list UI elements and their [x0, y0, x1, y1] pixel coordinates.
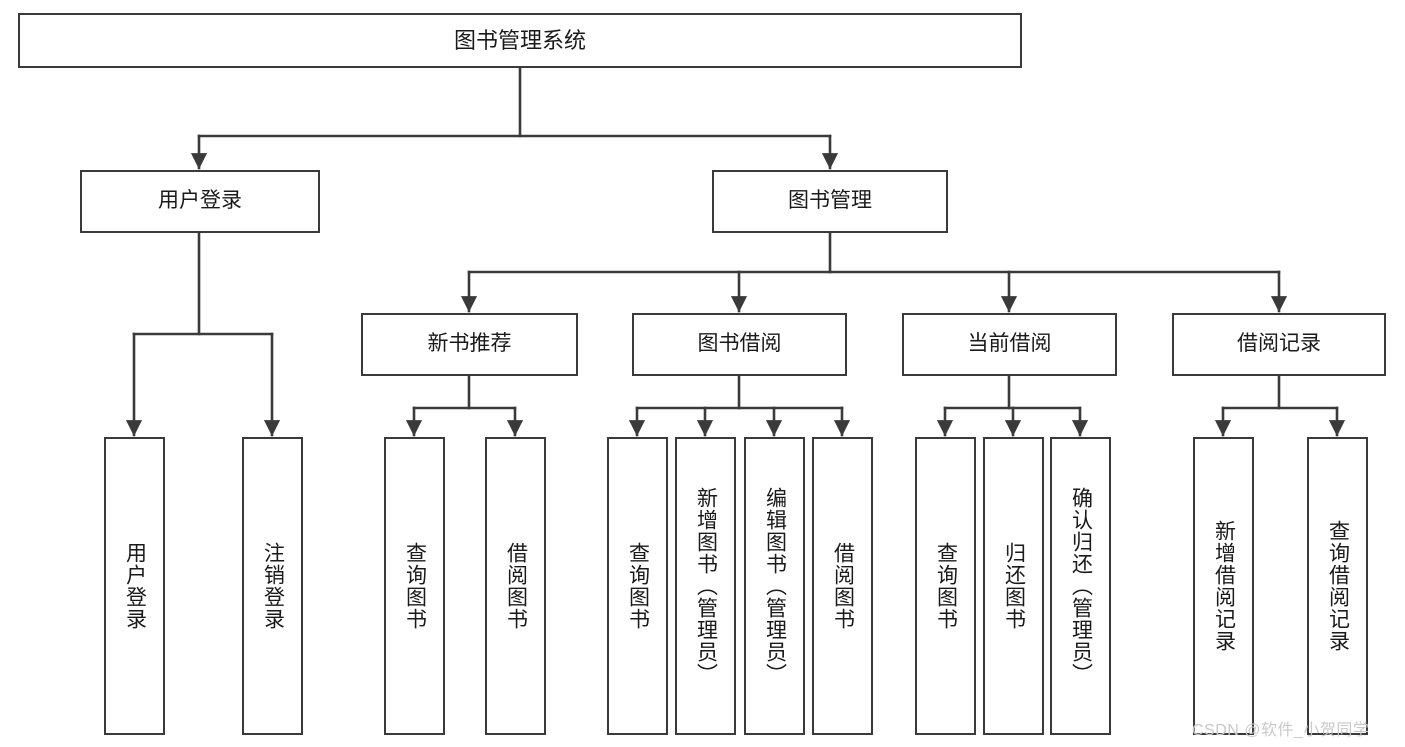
leaf-borrow-book-2[interactable]: 借阅图书 — [812, 437, 873, 735]
leaf-add-record[interactable]: 新增借阅记录 — [1193, 437, 1254, 735]
node-label: 查询图书 — [934, 542, 958, 630]
leaf-query-book-3[interactable]: 查询图书 — [915, 437, 976, 735]
node-label: 新书推荐 — [427, 332, 512, 356]
node-borrow-record[interactable]: 借阅记录 — [1172, 313, 1386, 376]
node-label: 借阅记录 — [1237, 332, 1321, 356]
leaf-query-book-2[interactable]: 查询图书 — [607, 437, 668, 735]
node-label: 借阅图书 — [504, 542, 528, 630]
node-label: 编辑图书（管理员） — [763, 487, 787, 685]
node-label: 图书管理系统 — [453, 27, 586, 53]
leaf-query-book-1[interactable]: 查询图书 — [384, 437, 445, 735]
node-label: 查询借阅记录 — [1326, 520, 1350, 652]
node-label: 用户登录 — [123, 542, 147, 630]
node-label: 确认归还（管理员） — [1069, 487, 1093, 685]
node-current-borrow[interactable]: 当前借阅 — [902, 313, 1117, 376]
leaf-user-login[interactable]: 用户登录 — [104, 437, 165, 735]
leaf-query-record[interactable]: 查询借阅记录 — [1307, 437, 1368, 735]
node-label: 当前借阅 — [967, 332, 1052, 356]
node-label: 新增图书（管理员） — [694, 487, 718, 685]
node-new-book-rec[interactable]: 新书推荐 — [361, 313, 578, 376]
leaf-confirm-return[interactable]: 确认归还（管理员） — [1050, 437, 1111, 735]
node-label: 查询图书 — [403, 542, 427, 630]
node-user-login[interactable]: 用户登录 — [80, 170, 320, 233]
leaf-edit-book[interactable]: 编辑图书（管理员） — [744, 437, 805, 735]
node-book-borrow[interactable]: 图书借阅 — [632, 313, 847, 376]
node-label: 借阅图书 — [831, 542, 855, 630]
node-book-manage[interactable]: 图书管理 — [712, 170, 948, 233]
node-label: 图书借阅 — [697, 332, 782, 356]
node-label: 注销登录 — [261, 542, 285, 630]
node-label: 归还图书 — [1002, 542, 1026, 630]
node-root-system[interactable]: 图书管理系统 — [18, 13, 1022, 68]
node-label: 新增借阅记录 — [1212, 520, 1236, 652]
leaf-logout[interactable]: 注销登录 — [242, 437, 303, 735]
node-label: 查询图书 — [626, 542, 650, 630]
leaf-add-book[interactable]: 新增图书（管理员） — [675, 437, 736, 735]
leaf-borrow-book-1[interactable]: 借阅图书 — [485, 437, 546, 735]
leaf-return-book[interactable]: 归还图书 — [983, 437, 1044, 735]
node-label: 图书管理 — [788, 189, 872, 213]
node-label: 用户登录 — [158, 189, 242, 213]
